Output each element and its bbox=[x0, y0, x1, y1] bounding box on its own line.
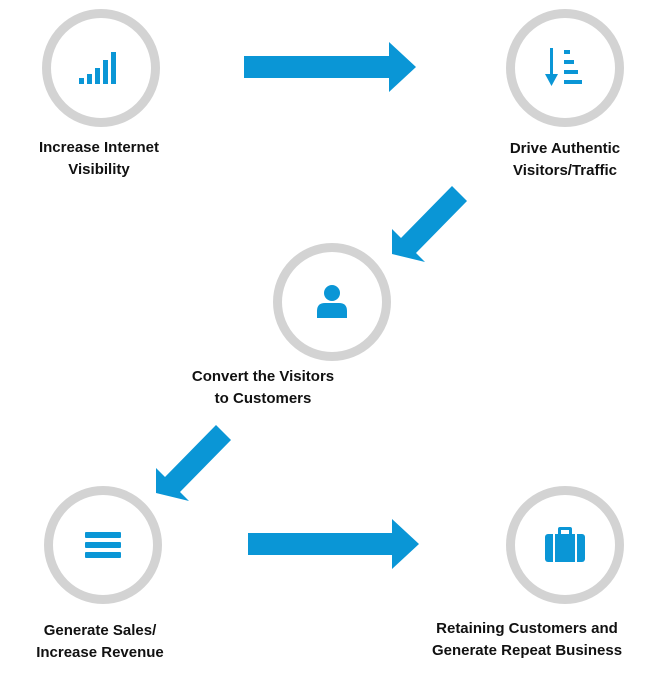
step-circle bbox=[506, 486, 624, 604]
signal-bars-icon bbox=[79, 52, 116, 84]
step-label: Generate Sales/Increase Revenue bbox=[36, 622, 164, 661]
arrow-down-left-2 bbox=[156, 425, 231, 501]
step-circle bbox=[42, 9, 160, 127]
sort-descending-icon bbox=[545, 48, 582, 86]
briefcase-icon bbox=[545, 527, 585, 562]
step-circle bbox=[273, 243, 391, 361]
step-circle bbox=[506, 9, 624, 127]
arrow-right-2 bbox=[248, 519, 419, 569]
user-icon bbox=[317, 285, 347, 318]
step-circle bbox=[44, 486, 162, 604]
arrow-right-1 bbox=[244, 42, 416, 92]
arrow-down-left-1 bbox=[392, 186, 467, 262]
menu-lines-icon bbox=[85, 532, 121, 558]
